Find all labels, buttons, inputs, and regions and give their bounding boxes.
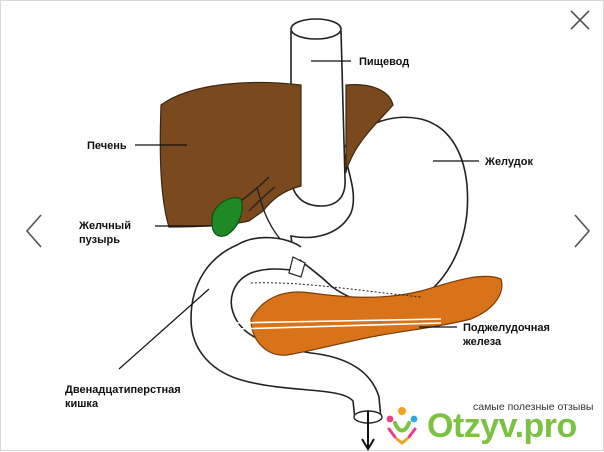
label-pancreas-line1: Поджелудочная: [463, 322, 550, 334]
label-liver: Печень: [87, 140, 127, 152]
label-pancreas-line2: железа: [463, 336, 502, 348]
chevron-left-icon: [25, 214, 42, 248]
label-gallbladder-line2: пузырь: [79, 234, 120, 246]
label-duodenum-line1: Двенадцатиперстная: [65, 384, 181, 396]
otzyv-logo-icon: [386, 407, 418, 445]
label-esophagus: Пищевод: [359, 56, 410, 68]
watermark-brand: Otzyv.pro: [427, 407, 577, 445]
down-arrow: [361, 411, 375, 451]
leader-duodenum: [118, 288, 210, 370]
gallbladder-shape: [211, 197, 243, 237]
close-button[interactable]: [567, 7, 593, 33]
liver-shape: [159, 81, 394, 228]
previous-image-button[interactable]: [21, 211, 47, 251]
pancreatic-duct: [232, 318, 442, 330]
close-icon: [570, 10, 590, 30]
stomach-dotted-edge: [250, 282, 422, 298]
duodenum-shape: [190, 236, 382, 420]
chevron-right-icon: [574, 214, 591, 248]
label-duodenum-line2: кишка: [65, 398, 99, 410]
label-gallbladder-line1: Желчный: [79, 220, 131, 232]
otzyv-watermark: самые полезные отзывы Otzyv.pro: [381, 399, 603, 449]
watermark-tagline: самые полезные отзывы: [473, 401, 594, 413]
label-stomach: Желудок: [485, 156, 533, 168]
pancreas-shape: [250, 275, 503, 356]
esophagus-opening: [290, 18, 342, 40]
next-image-button[interactable]: [569, 211, 595, 251]
pylorus: [288, 256, 306, 278]
